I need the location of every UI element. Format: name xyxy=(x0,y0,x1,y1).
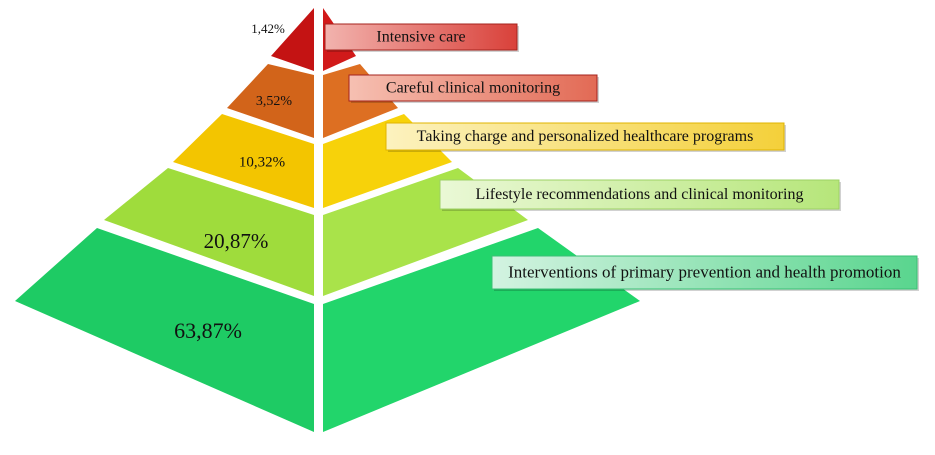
tag-4-box xyxy=(439,179,840,210)
pyramid-tier-4-left-face xyxy=(104,168,314,296)
pyramid-tier-5-left-face xyxy=(15,228,314,432)
tag-1-box xyxy=(324,23,518,51)
tag-5-label: Interventions of primary prevention and … xyxy=(508,262,901,281)
tag-1-label: Intensive care xyxy=(376,29,465,46)
tag-2-label: Careful clinical monitoring xyxy=(386,80,560,97)
pyramid-tier-3-left-face xyxy=(173,114,314,208)
tag-5-box xyxy=(491,255,918,290)
tier-1-percent: 1,42% xyxy=(251,21,285,36)
pyramid-tier-1-left-face xyxy=(271,8,314,71)
tag-2-box xyxy=(348,74,598,102)
tier-2-percent: 3,52% xyxy=(256,94,293,109)
tag-4-label: Lifestyle recommendations and clinical m… xyxy=(476,186,804,203)
tag-3-box xyxy=(385,122,785,151)
tag-3-label: Taking charge and personalized healthcar… xyxy=(417,128,754,145)
tier-3-percent: 10,32% xyxy=(239,154,285,170)
tier-4-percent: 20,87% xyxy=(204,229,269,253)
pyramid-tier-2-left-face xyxy=(227,64,314,138)
tier-5-percent: 63,87% xyxy=(174,318,242,343)
